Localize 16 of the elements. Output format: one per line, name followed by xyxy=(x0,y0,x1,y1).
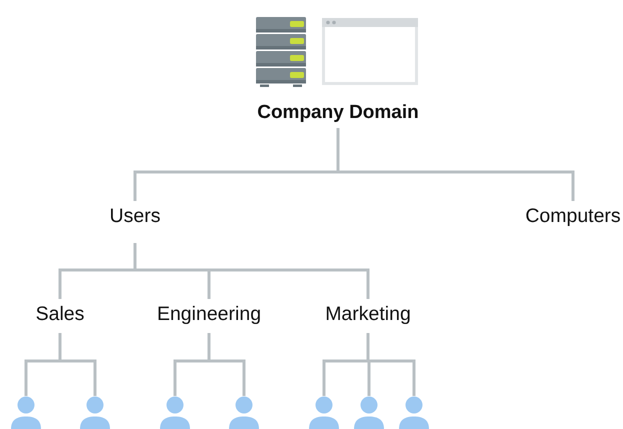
tree-node-label: Computers xyxy=(524,201,622,243)
tree-node-label: Sales xyxy=(34,299,86,333)
person-icon xyxy=(228,396,260,429)
connector-line xyxy=(208,333,246,396)
connector-line xyxy=(58,333,96,396)
connector-line xyxy=(134,243,370,299)
tree-node-label: Users xyxy=(108,201,162,243)
person-icon xyxy=(398,396,430,429)
tree-node-label: Engineering xyxy=(156,299,262,333)
root-label: Company Domain xyxy=(256,98,420,128)
person-icon xyxy=(10,396,42,429)
person-icon xyxy=(159,396,191,429)
person-icon xyxy=(353,396,385,429)
person-icon xyxy=(308,396,340,429)
person-icon xyxy=(79,396,111,429)
tree-node-label: Marketing xyxy=(324,299,412,333)
